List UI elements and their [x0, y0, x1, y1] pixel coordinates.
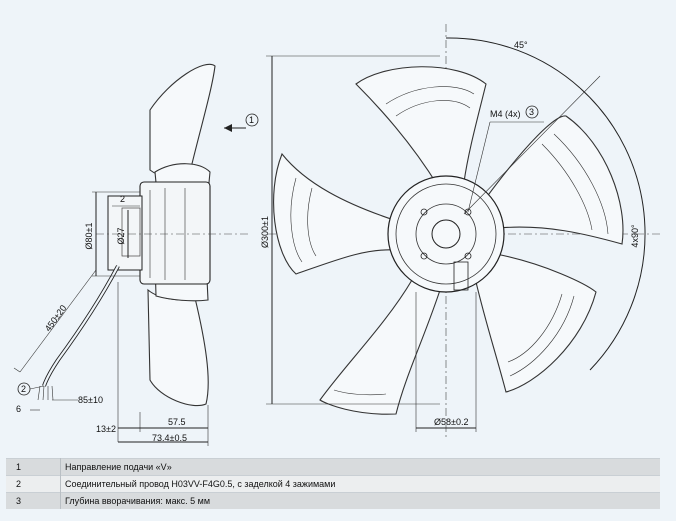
bolt-hole-2: [464, 208, 472, 216]
legend-text: Направление подачи «V»: [60, 458, 660, 476]
legend-num: 3: [6, 492, 61, 509]
legend-row: 2 Соединительный провод H03VV-F4G0.5, с …: [6, 475, 660, 493]
angle-45-arc: [445, 37, 581, 89]
callout-2-label: 2: [21, 384, 26, 394]
blade-left: [273, 152, 397, 275]
dim-57-label: 57.5: [168, 417, 186, 427]
legend-text: Глубина вворачивания: макс. 5 мм: [60, 492, 660, 509]
side-shaft-housing: [121, 207, 141, 257]
front-view: Ø300±1 Ø58±0.2 45° 4x90° M4 (4x) 3: [260, 24, 660, 440]
angle-45-label: 45°: [514, 40, 528, 50]
angle-4x90-arc: [579, 87, 646, 371]
bolts-label: M4 (4x): [490, 109, 521, 119]
angle-4x90-label: 4x90°: [630, 224, 640, 248]
callout-3-circle: [525, 105, 539, 119]
hub-center: [431, 219, 461, 249]
blade-bottom: [319, 279, 443, 415]
dia-58-label: Ø58±0.2: [434, 417, 468, 427]
legend-table: 1 Направление подачи «V» 2 Соединительны…: [6, 458, 660, 509]
dia-27-label: Ø27: [116, 227, 126, 244]
bolt-hole-1: [420, 208, 428, 216]
dim-73-label: 73.4±0.5: [152, 433, 187, 443]
callout-1-label: 1: [249, 115, 254, 125]
legend-num: 2: [6, 475, 61, 493]
side-hub: [139, 181, 211, 285]
callout-1-circle: [245, 113, 259, 127]
bolt-hole-4: [420, 252, 428, 260]
legend-text: Соединительный провод H03VV-F4G0.5, с за…: [60, 475, 660, 493]
legend-num: 1: [6, 458, 61, 476]
hub-outer: [387, 175, 505, 293]
flow-arrow-icon: [224, 124, 232, 132]
dim-6-label: 6: [16, 404, 21, 414]
dia-80-label: Ø80±1: [84, 223, 94, 250]
fan-drawing: 450±20 Ø80±1 Ø27 2 2 6 85±10 13±2 57.5 7…: [13, 24, 660, 446]
dia-300-label: Ø300±1: [260, 216, 270, 248]
dim-2-label: 2: [120, 194, 125, 204]
cable-outlet: [453, 261, 469, 291]
side-view: 450±20 Ø80±1 Ø27 2 2 6 85±10 13±2 57.5 7…: [13, 63, 259, 446]
bolt-hole-3: [464, 252, 472, 260]
dim-13-label: 13±2: [96, 424, 116, 434]
callout-3-label: 3: [529, 107, 534, 117]
dim-85-label: 85±10: [78, 395, 103, 405]
blade-upper-right: [485, 115, 624, 245]
blade-top: [355, 66, 487, 187]
hub-ring: [395, 183, 497, 285]
hub-inner: [415, 203, 477, 265]
blade-lower-right: [475, 253, 597, 393]
legend-row: 3 Глубина вворачивания: макс. 5 мм: [6, 492, 660, 509]
legend-row: 1 Направление подачи «V»: [6, 458, 660, 476]
